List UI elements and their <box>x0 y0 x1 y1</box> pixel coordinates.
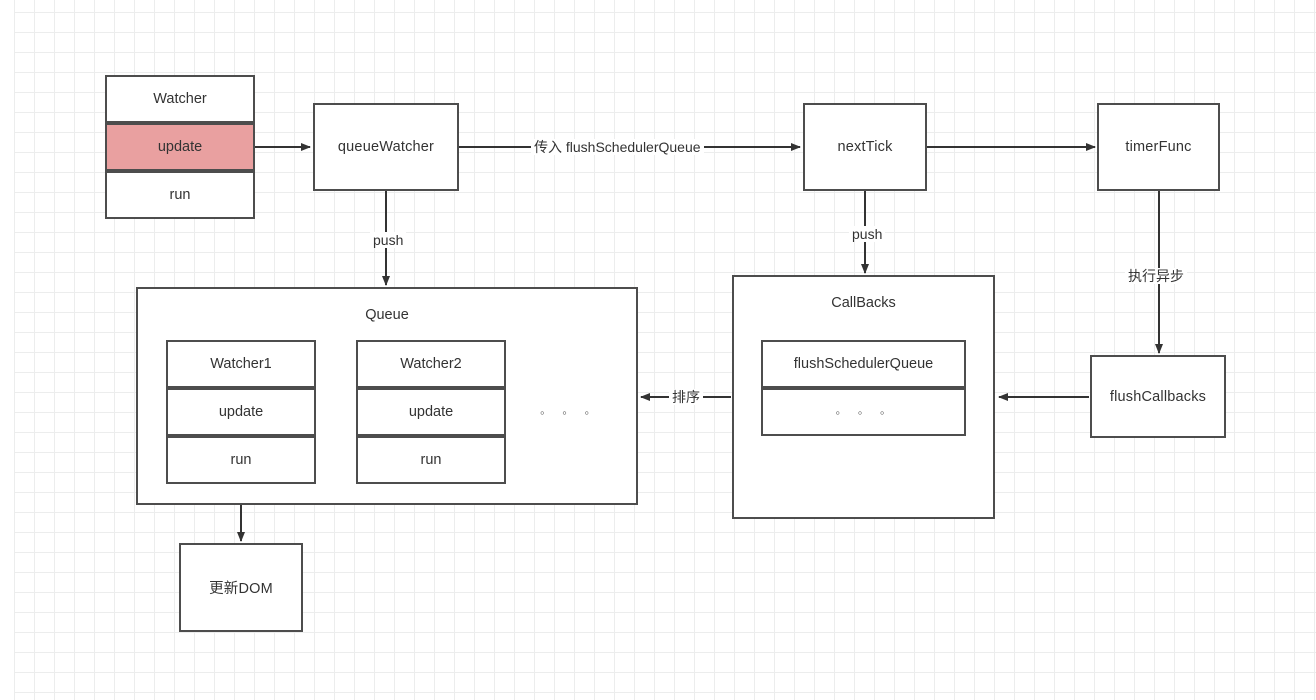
edge-label-text-async: 执行异步 <box>1128 268 1184 284</box>
watcher2-run-label: run <box>420 452 442 468</box>
queue-watcher1-row-update: update <box>166 388 316 436</box>
queue-watcher-label: queueWatcher <box>337 139 435 155</box>
watcher1-update-label: update <box>218 404 264 420</box>
edge-label-text-push-queue: push <box>373 232 404 248</box>
callbacks-title: CallBacks <box>831 295 896 311</box>
edge-label-pass-flush-scheduler-queue: 传入 flushSchedulerQueue <box>531 139 704 155</box>
edge-label-text-push-callbacks: push <box>852 226 883 242</box>
timer-func-label: timerFunc <box>1125 139 1192 155</box>
queue-watcher2-row-update: update <box>356 388 506 436</box>
watcher1-run-label: run <box>230 452 252 468</box>
watcher-row-run: run <box>105 171 255 219</box>
edge-label-text-pass: 传入 flushSchedulerQueue <box>534 139 701 155</box>
watcher-update-label: update <box>157 139 203 155</box>
queue-watcher1-row-title: Watcher1 <box>166 340 316 388</box>
next-tick-label: nextTick <box>837 139 893 155</box>
node-queue-watcher[interactable]: queueWatcher <box>313 103 459 191</box>
watcher1-title-label: Watcher1 <box>210 356 272 372</box>
node-update-dom[interactable]: 更新DOM <box>179 543 303 632</box>
callbacks-entry-flush-scheduler-queue: flushSchedulerQueue <box>761 340 966 388</box>
edge-label-text-sort: 排序 <box>672 389 700 405</box>
edge-label-async-execute: 执行异步 <box>1125 268 1187 284</box>
update-dom-label: 更新DOM <box>209 581 273 597</box>
queue-watcher2-row-run: run <box>356 436 506 484</box>
watcher-row-update[interactable]: update <box>105 123 255 171</box>
queue-ellipsis: ◦ ◦ ◦ <box>540 405 597 420</box>
callbacks-ellipsis: ◦ ◦ ◦ <box>835 404 892 420</box>
watcher2-title-label: Watcher2 <box>400 356 462 372</box>
edge-label-push-callbacks: push <box>849 226 886 242</box>
edge-label-sort: 排序 <box>669 389 703 405</box>
node-timer-func[interactable]: timerFunc <box>1097 103 1220 191</box>
watcher-row-title: Watcher <box>105 75 255 123</box>
queue-watcher2-row-title: Watcher2 <box>356 340 506 388</box>
flush-callbacks-label: flushCallbacks <box>1109 388 1207 405</box>
watcher-title-label: Watcher <box>153 91 207 107</box>
queue-watcher1-row-run: run <box>166 436 316 484</box>
callbacks-entry-label: flushSchedulerQueue <box>793 356 934 372</box>
queue-title: Queue <box>365 307 409 323</box>
edge-label-push-queue: push <box>370 232 407 248</box>
watcher-run-label: run <box>169 187 191 203</box>
node-flush-callbacks[interactable]: flushCallbacks <box>1090 355 1226 438</box>
watcher2-update-label: update <box>408 404 454 420</box>
node-next-tick[interactable]: nextTick <box>803 103 927 191</box>
callbacks-entry-ellipsis: ◦ ◦ ◦ <box>761 388 966 436</box>
